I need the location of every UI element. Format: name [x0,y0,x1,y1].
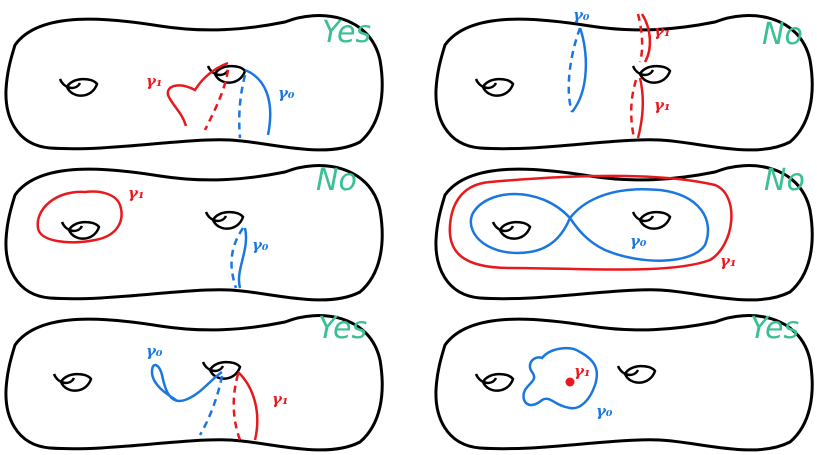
gamma1-lower-hidden [631,80,636,138]
panel-2: γ₀ γ₁ γ₁ No [436,6,812,150]
left-handle [493,222,530,239]
gamma0-curve [572,28,586,112]
gamma1-label: γ₁ [574,362,590,380]
panel-5: γ₀ γ₁ Yes [6,311,382,450]
gamma0-label: γ₀ [630,232,647,250]
gamma1-lower [638,78,643,138]
left-handle [54,374,91,391]
gamma1-label: γ₁ [146,72,162,90]
panel-6: γ₁ γ₀ Yes [436,311,812,450]
gamma0-curve [239,228,246,288]
left-handle [476,79,513,96]
surface-outline [436,16,812,150]
right-handle [633,66,670,83]
gamma1-hidden [234,374,240,440]
left-handle [60,79,97,96]
left-handle [476,374,513,391]
answer-label: Yes [318,311,367,346]
gamma0-hidden [232,228,243,288]
answer-label: Yes [750,311,799,346]
right-handle [633,212,670,229]
gamma1-label: γ₁ [720,252,736,270]
right-handle [618,366,655,383]
gamma0-label: γ₀ [146,342,163,360]
surface-outline [436,166,812,300]
gamma0-label: γ₀ [252,236,269,254]
answer-label: Yes [322,15,371,50]
gamma0-curve [245,70,270,135]
gamma1-curve [238,372,257,440]
answer-label: No [764,163,805,198]
gamma1-label-lower: γ₁ [654,96,670,114]
gamma0-label: γ₀ [596,402,613,420]
answer-label: No [762,17,803,52]
panel-4: γ₀ γ₁ No [436,163,812,300]
left-handle [62,222,99,239]
panel-1: γ₁ γ₀ Yes [6,15,382,150]
gamma1-label: γ₁ [654,22,670,40]
gamma0-label: γ₀ [573,6,590,24]
gamma1-hidden [205,70,228,130]
gamma1-label: γ₁ [272,390,288,408]
gamma0-label: γ₀ [278,84,295,102]
answer-label: No [316,163,357,198]
gamma0-hidden [239,75,245,138]
panel-3: γ₁ γ₀ No [6,163,382,300]
gamma1-curve [168,63,228,126]
right-handle [206,212,243,229]
gamma0-hidden [200,376,222,435]
gamma1-loop [38,192,122,243]
gamma1-upper [638,14,642,62]
gamma1-label: γ₁ [128,184,144,202]
